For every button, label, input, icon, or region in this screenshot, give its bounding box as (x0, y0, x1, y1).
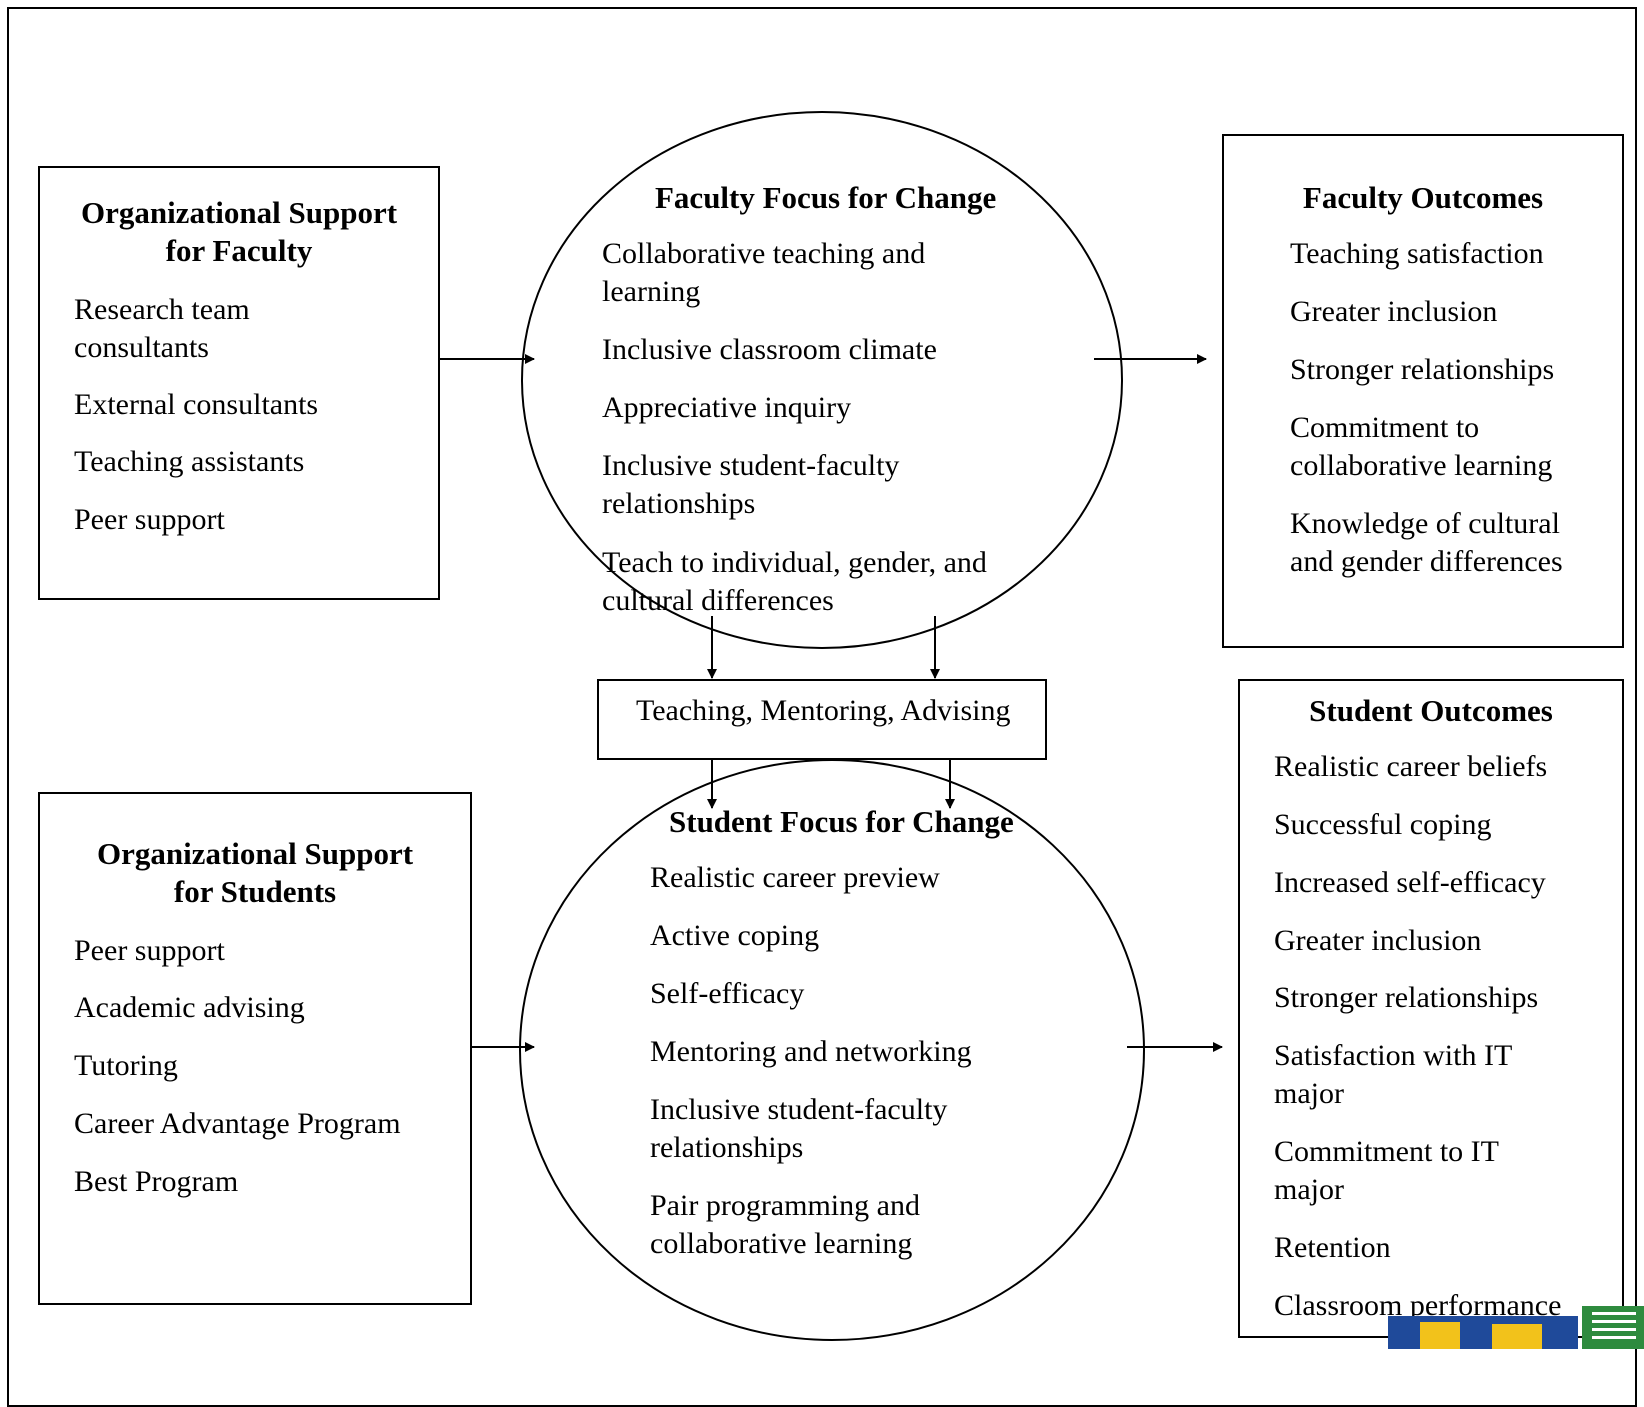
student-outcome-item: Realistic career beliefs (1274, 750, 1548, 783)
student-focus-item: Inclusive student-faculty (650, 1093, 948, 1126)
faculty-focus-item: relationships (602, 487, 756, 520)
org-students-item: Tutoring (74, 1049, 178, 1082)
student-focus-item: Pair programming and (650, 1189, 920, 1222)
faculty-outcomes-title: Faculty Outcomes (1302, 180, 1544, 215)
student-outcome-item: Commitment to IT (1274, 1135, 1499, 1168)
student-outcome-item: Retention (1274, 1231, 1391, 1264)
student-focus-circle (519, 759, 1145, 1341)
faculty-focus-item: Teach to individual, gender, and (602, 546, 987, 579)
student-outcome-item: major (1274, 1173, 1344, 1206)
org-students-item: Academic advising (74, 991, 305, 1024)
org-faculty-item: consultants (74, 331, 209, 364)
student-outcome-item: Successful coping (1274, 808, 1492, 841)
org-students-item: Peer support (74, 934, 225, 967)
connector-lines (438, 111, 1223, 1341)
org-faculty-item: Teaching assistants (74, 445, 305, 478)
faculty-outcome-item: Greater inclusion (1290, 295, 1498, 328)
faculty-focus-item: Inclusive student-faculty (602, 449, 900, 482)
org-students-item: Career Advantage Program (74, 1107, 401, 1140)
student-outcome-item: major (1274, 1077, 1344, 1110)
student-focus-item: Active coping (650, 919, 820, 952)
teaching-mentoring-advising-label: Teaching, Mentoring, Advising (636, 694, 1011, 727)
teaching-mentoring-advising-box (597, 679, 1047, 760)
org-faculty-item: Research team (74, 293, 250, 326)
faculty-outcome-item: Commitment to (1290, 411, 1480, 444)
student-focus-item: Self-efficacy (650, 977, 805, 1010)
student-outcomes-title: Student Outcomes (1309, 693, 1553, 728)
faculty-outcome-item: Stronger relationships (1290, 353, 1555, 386)
org-faculty-item: Peer support (74, 503, 225, 536)
student-focus-item: Mentoring and networking (650, 1035, 972, 1068)
faculty-outcomes-box (1222, 134, 1624, 648)
student-outcome-item: Greater inclusion (1274, 924, 1482, 957)
faculty-outcome-item: Knowledge of cultural (1290, 507, 1560, 540)
faculty-focus-circle (521, 111, 1123, 649)
student-focus-item: relationships (650, 1131, 804, 1164)
faculty-outcome-item: collaborative learning (1290, 449, 1553, 482)
org-support-students-box (38, 792, 472, 1305)
faculty-outcome-item: Teaching satisfaction (1290, 237, 1544, 270)
student-outcome-item: Stronger relationships (1274, 981, 1539, 1014)
org-support-faculty-box (38, 166, 440, 600)
student-outcome-item: Increased self-efficacy (1274, 866, 1546, 899)
faculty-outcome-item: and gender differences (1290, 545, 1563, 578)
faculty-focus-item: Inclusive classroom climate (602, 333, 937, 366)
faculty-focus-item: Collaborative teaching and (602, 237, 926, 270)
org-support-students-title-2: for Students (173, 874, 337, 909)
org-support-faculty-title-2: for Faculty (165, 233, 313, 268)
faculty-focus-item: Appreciative inquiry (602, 391, 852, 424)
student-focus-item: Realistic career preview (650, 861, 940, 894)
faculty-focus-title: Faculty Focus for Change (655, 180, 997, 215)
org-support-faculty-title-1: Organizational Support (80, 195, 398, 230)
student-focus-item: collaborative learning (650, 1227, 913, 1260)
org-students-item: Best Program (74, 1165, 239, 1198)
student-outcome-item: Satisfaction with IT (1274, 1039, 1513, 1072)
institution-logo-icon (1388, 1306, 1644, 1349)
org-support-students-title-1: Organizational Support (96, 836, 414, 871)
student-focus-title: Student Focus for Change (669, 804, 1014, 839)
org-faculty-item: External consultants (74, 388, 319, 421)
faculty-focus-item: cultural differences (602, 584, 834, 617)
faculty-focus-item: learning (602, 275, 701, 308)
